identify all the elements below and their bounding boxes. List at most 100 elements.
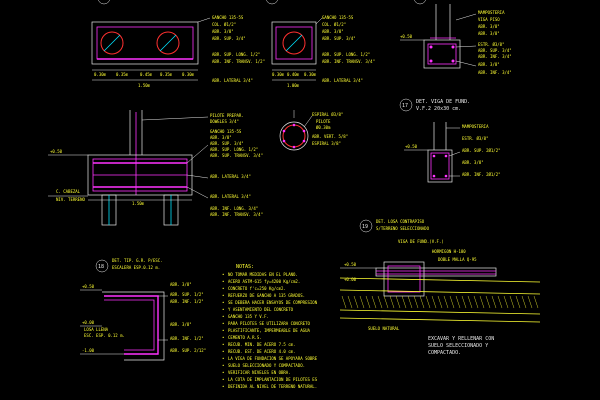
ground-line bbox=[339, 289, 541, 295]
note-bullet: • bbox=[222, 342, 224, 347]
hatch-line bbox=[485, 295, 491, 309]
slab-outline bbox=[375, 267, 497, 277]
note-item: DEFINIDA AL NIVEL DE TERRENO NATURAL. bbox=[228, 384, 317, 389]
callout-text: COL. Ø1/2" bbox=[322, 22, 346, 27]
note-item: LA VIGA DE FUNDACION SE APOYARA SOBRE bbox=[228, 356, 318, 361]
pile-cap-outline bbox=[91, 21, 199, 65]
pile-circle bbox=[100, 31, 124, 55]
hatch-line bbox=[503, 295, 509, 309]
leader-line bbox=[186, 174, 209, 179]
level-text: +0.00 bbox=[344, 277, 357, 282]
section-number: 18 bbox=[98, 264, 104, 270]
section-top-left: GANCHO 135-5S COL. Ø1/2" ABR. 3/8" ABR. … bbox=[91, 0, 265, 88]
callout-text: ABR. SUP. 2Ø1/2" bbox=[462, 148, 501, 153]
rebar-dot bbox=[302, 139, 306, 143]
callout-text: ABR. 3/8" bbox=[462, 160, 484, 165]
note-item: VERIFICAR NIVELES EN OBRA. bbox=[228, 370, 291, 375]
rebar-dot bbox=[282, 139, 286, 143]
section-title: DET. VIGA DE FUND. bbox=[416, 99, 470, 105]
section-subtitle: ESCALERA ESP.0.12 m. bbox=[112, 265, 160, 270]
stair-rebar-inner bbox=[104, 299, 155, 351]
note-item: SE DEBERA HACER ENSAYOS DE COMPRESION bbox=[228, 300, 318, 305]
callout-text: ABR. INF. TRANSV. 3/4" bbox=[210, 212, 263, 217]
callout-text: ABR. INF. 3/4" bbox=[478, 70, 512, 75]
callout-text: ABR. INF. 2Ø1/2" bbox=[462, 172, 501, 177]
hatch-line bbox=[407, 295, 413, 309]
hatch-line bbox=[491, 295, 497, 309]
note-item: NO TOMAR MEDIDAS EN EL PLANO. bbox=[228, 272, 298, 277]
note-item: CEMENTO A.R.S. bbox=[228, 335, 262, 340]
dimension-text: 0.45m bbox=[140, 72, 153, 77]
callout-text: ESC. ESP. 0.12 m. bbox=[84, 333, 125, 338]
callout-text: GANCHO 135-5S bbox=[322, 15, 354, 20]
note-bullet: • bbox=[222, 335, 224, 340]
callout-text: ESTR. Ø3/8" bbox=[478, 42, 505, 47]
level-text: +0.50 bbox=[82, 284, 95, 289]
level-text: +0.50 bbox=[50, 149, 63, 154]
hatch-line bbox=[449, 295, 455, 309]
section-number-bubble bbox=[98, 0, 110, 5]
hatch-line bbox=[431, 295, 437, 309]
callout-text: GANCHO 135-5S bbox=[212, 15, 244, 20]
note-bullet: • bbox=[222, 370, 224, 375]
hatch-line bbox=[371, 295, 377, 309]
section-number-bubble bbox=[266, 0, 278, 5]
callout-text: ABR. SUP. TRANSV. 3/4" bbox=[210, 153, 263, 158]
callout-text: ESTR. Ø3/8" bbox=[462, 136, 489, 141]
note-bullet: • bbox=[222, 377, 224, 382]
callout-text: ABR. INF. LONG. 3/4" bbox=[210, 206, 258, 211]
leader-line bbox=[186, 144, 209, 164]
level-text: -1.00 bbox=[82, 348, 95, 353]
callout-text: ABR. 3/8" bbox=[478, 31, 500, 36]
hatch-line bbox=[395, 295, 401, 309]
callout-text: ABR. 3/8" bbox=[212, 29, 234, 34]
note-bullet: • bbox=[222, 328, 224, 333]
rebar-dot bbox=[444, 154, 448, 158]
callout-text: ABR. SUP. 2/12" bbox=[170, 348, 206, 353]
hatch-line bbox=[533, 295, 539, 309]
level-text: +0.50 bbox=[400, 34, 413, 39]
callout-text: VIGA PISO bbox=[478, 17, 500, 22]
note-bullet: • bbox=[222, 356, 224, 361]
note-bullet: • bbox=[222, 384, 224, 389]
hatch-line bbox=[479, 295, 485, 309]
callout-text: ABR. SUP. 3/4" bbox=[212, 36, 246, 41]
callout-text: ABR. INF. 3/4" bbox=[478, 54, 512, 59]
callout-text: ABR. INF. TRANSV. 3/4" bbox=[322, 59, 375, 64]
callout-text: PILOTE bbox=[316, 119, 331, 124]
dimension-text: 1.50m bbox=[138, 83, 151, 88]
section-number-bubble bbox=[399, 98, 413, 112]
callout-text: ABR. LATERAL 3/4" bbox=[212, 78, 253, 83]
callout-text: ABR. 3/8" bbox=[478, 24, 500, 29]
rebar-dot bbox=[451, 59, 455, 63]
leader-line bbox=[455, 60, 477, 67]
hatch-line bbox=[443, 295, 449, 309]
callout-text: ABR. LATERAL 3/4" bbox=[210, 174, 251, 179]
label-natural-soil: SUELO NATURAL bbox=[368, 326, 400, 331]
section-pile-circle: ESPIRAL Ø3/8" PILOTE Ø0.30m ABR. VERT. 5… bbox=[279, 110, 348, 151]
dimension-text: 1.50m bbox=[132, 201, 145, 206]
rebar-dot bbox=[432, 174, 436, 178]
leader-line bbox=[315, 17, 323, 25]
hatch-line bbox=[401, 295, 407, 309]
callout-text: LOSA LLENA bbox=[84, 327, 109, 332]
callout-text: ESPIRAL Ø3/8" bbox=[312, 112, 343, 117]
notes-block: NOTAS: •NO TOMAR MEDIDAS EN EL PLANO.•AC… bbox=[222, 264, 318, 389]
callout-text: ABR. INF. 1/2" bbox=[170, 336, 204, 341]
pile-hatch bbox=[159, 34, 177, 52]
rebar-dot bbox=[451, 45, 455, 49]
note-bullet: • bbox=[222, 293, 224, 298]
section-top-right: +0.50 MAMPOSTERIA VIGA PISO ABR. 3/8" AB… bbox=[400, 0, 512, 75]
section-subtitle: S/TERRENO SELECCIONADO bbox=[376, 226, 430, 231]
rebar-dot bbox=[432, 154, 436, 158]
hatch-line bbox=[521, 295, 527, 309]
callout-text: PILOTE PREPAR. bbox=[210, 113, 244, 118]
ground-line bbox=[339, 317, 541, 323]
note-bullet: • bbox=[222, 314, 224, 319]
hatch-line bbox=[341, 295, 347, 309]
dimension-text: 1.00m bbox=[287, 83, 300, 88]
hatch-line bbox=[419, 295, 425, 309]
label-beam: VIGA DE FUND.(V.F.) bbox=[398, 239, 444, 244]
callout-text: ABR. SUP. LONG. 1/2" bbox=[212, 52, 260, 57]
rebar-dot bbox=[429, 45, 433, 49]
